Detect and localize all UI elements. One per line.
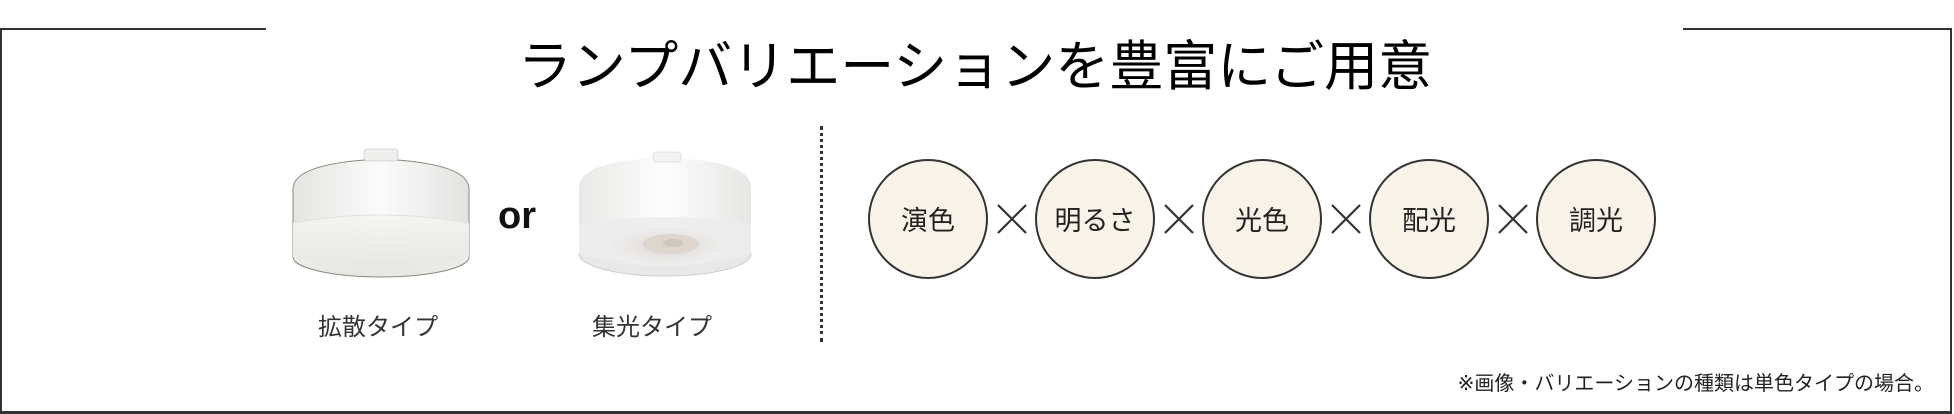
- frame-top-left-line: [0, 28, 266, 30]
- footnote: ※画像・バリエーションの種類は単色タイプの場合。: [1457, 371, 1934, 395]
- times-icon: [988, 199, 1035, 239]
- frame-top-right-line: [1683, 28, 1952, 30]
- feature-label: 配光: [1402, 206, 1456, 237]
- diffuse-lamp-icon: [292, 148, 470, 278]
- spot-type-label: 集光タイプ: [592, 313, 712, 341]
- frame-right-border: [1950, 28, 1952, 414]
- spot-lamp-icon: [578, 151, 752, 277]
- feature-light-distribution: 配光: [1369, 158, 1489, 279]
- feature-color-rendering: 演色: [868, 158, 988, 279]
- feature-dimming: 調光: [1536, 158, 1656, 279]
- section-title: ランプバリエーションを豊富にご用意: [517, 35, 1433, 99]
- dotted-divider: [820, 126, 823, 342]
- feature-label: 光色: [1235, 206, 1289, 237]
- or-separator: or: [498, 195, 536, 237]
- spot-lamp-image: [575, 150, 755, 280]
- feature-combination: 演色 明るさ 光色 配光 調光: [868, 155, 1656, 282]
- frame-left-border: [0, 28, 2, 414]
- times-icon: [1155, 199, 1202, 239]
- feature-light-color: 光色: [1202, 158, 1322, 279]
- feature-label: 明るさ: [1054, 206, 1136, 237]
- diffuse-type-label: 拡散タイプ: [318, 313, 438, 341]
- times-icon: [1322, 199, 1369, 239]
- diffuse-lamp-image: [290, 145, 473, 280]
- feature-brightness: 明るさ: [1035, 158, 1155, 279]
- feature-label: 調光: [1569, 206, 1623, 237]
- feature-label: 演色: [901, 206, 955, 237]
- frame-bottom-border: [0, 411, 1952, 414]
- times-icon: [1489, 199, 1536, 239]
